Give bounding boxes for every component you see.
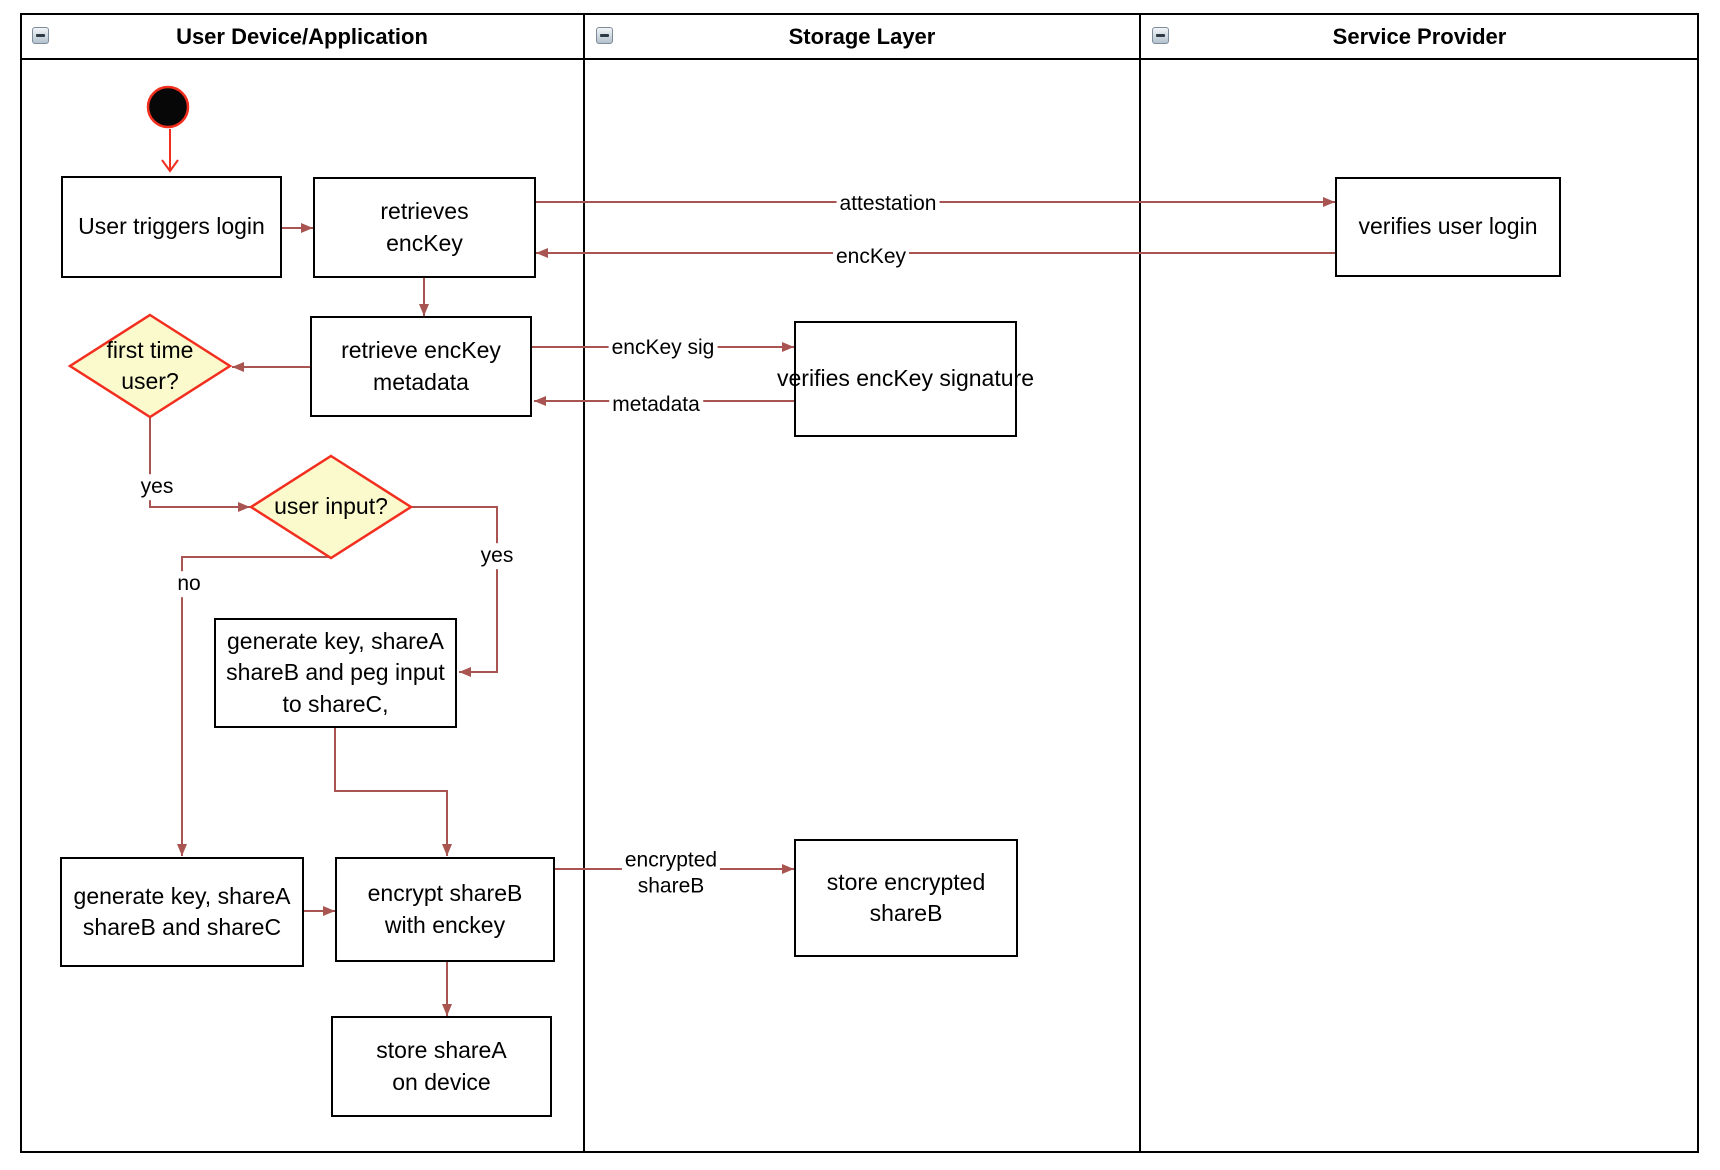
start-node[interactable] bbox=[146, 85, 190, 129]
lane-title: Storage Layer bbox=[788, 24, 936, 49]
node-user-triggers-login[interactable]: User triggers login bbox=[61, 176, 282, 278]
node-retrieves-enckey[interactable]: retrieves encKey bbox=[313, 177, 536, 278]
edge-label-no: no bbox=[174, 571, 204, 597]
lane-header-storage-layer[interactable]: Storage Layer bbox=[586, 15, 1138, 59]
node-label: verifies encKey signature bbox=[777, 365, 1034, 392]
minus-icon bbox=[600, 34, 609, 37]
lane-header-user-device[interactable]: User Device/Application bbox=[22, 15, 582, 59]
first-time-user-diamond[interactable] bbox=[67, 313, 233, 419]
node-retrieve-enckey-metadata[interactable]: retrieve encKey metadata bbox=[310, 316, 532, 417]
edge-label-enckey-sig: encKey sig bbox=[608, 335, 718, 361]
minus-icon bbox=[36, 34, 45, 37]
pool-border bbox=[20, 13, 1699, 1153]
lane-title: User Device/Application bbox=[176, 24, 428, 49]
collapse-icon[interactable] bbox=[1152, 27, 1169, 44]
node-generate-key-sharec[interactable]: generate key, shareA shareB and shareC bbox=[60, 857, 304, 967]
start-arrowhead-icon bbox=[161, 159, 179, 173]
node-encrypt-shareb[interactable]: encrypt shareB with enckey bbox=[335, 857, 555, 962]
collapse-icon[interactable] bbox=[32, 27, 49, 44]
edge-yes-to-userinput bbox=[149, 417, 250, 512]
node-verifies-enckey-signature[interactable]: verifies encKey signature bbox=[777, 321, 1034, 437]
edge-label-encrypted-shareb: encrypted shareB bbox=[621, 847, 721, 899]
edge-userinput-no bbox=[177, 556, 331, 856]
lane-title: Service Provider bbox=[1332, 24, 1507, 49]
node-generate-key-peg-input[interactable]: generate key, shareA shareB and peg inpu… bbox=[214, 618, 457, 728]
edge-label-attestation: attestation bbox=[836, 191, 940, 217]
edge-label-enckey: encKey bbox=[832, 244, 910, 270]
user-input-diamond[interactable] bbox=[248, 454, 414, 560]
node-verifies-user-login[interactable]: verifies user login bbox=[1335, 177, 1561, 277]
edge-userinput-yes bbox=[411, 506, 498, 677]
edge-label-yes-user-input: yes bbox=[477, 543, 517, 569]
node-store-sharea[interactable]: store shareA on device bbox=[331, 1016, 552, 1117]
edge-peg-to-encrypt bbox=[334, 728, 452, 856]
lane-header-service-provider[interactable]: Service Provider bbox=[1142, 15, 1697, 59]
collapse-icon[interactable] bbox=[596, 27, 613, 44]
edge-label-yes-first-time: yes bbox=[137, 474, 177, 500]
node-store-encrypted-shareb[interactable]: store encrypted shareB bbox=[794, 839, 1018, 957]
minus-icon bbox=[1156, 34, 1165, 37]
edge-label-metadata: metadata bbox=[609, 392, 703, 418]
